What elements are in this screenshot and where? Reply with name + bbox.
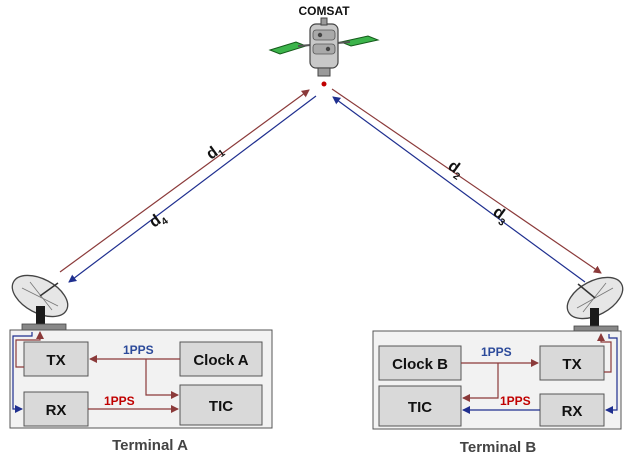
satellite-label: COMSAT	[298, 4, 350, 18]
downlink-d2-line	[331, 88, 602, 274]
uplink-d1-line	[59, 89, 310, 273]
svg-text:d4: d4	[146, 208, 171, 233]
terminal-b-pps-bottom: 1PPS	[500, 394, 531, 408]
svg-text:d1: d1	[203, 140, 228, 165]
terminal-b-tic-label: TIC	[408, 399, 432, 416]
downlink-d4-line	[68, 95, 317, 283]
terminal-b-clock-box	[378, 345, 462, 381]
terminal-a-pps-top: 1PPS	[123, 343, 154, 357]
terminal-b-tic-box	[378, 385, 462, 427]
terminal-a-rx-label: RX	[46, 402, 67, 419]
terminal-b-clock-label: Clock B	[392, 356, 448, 373]
terminal-a-clock-label: Clock A	[193, 352, 248, 369]
d3-label: d3	[488, 203, 513, 228]
terminal-a-tic-box	[179, 384, 263, 426]
terminal-a-clock-box	[179, 341, 263, 377]
terminal-b-rx-label: RX	[562, 403, 583, 420]
satellite-icon	[268, 17, 380, 87]
terminal-a-clock-to-tic-arrow	[145, 359, 179, 399]
uplink-d3-line	[332, 96, 586, 283]
terminal-a-tic-label: TIC	[209, 398, 233, 415]
terminal-a-pps-bottom: 1PPS	[104, 394, 135, 408]
terminal-a-tx-label: TX	[46, 352, 65, 369]
terminal-b-dish-to-rx-arrow	[605, 334, 618, 414]
terminal-b-label: Terminal B	[460, 439, 537, 456]
terminal-b-rx-box	[539, 393, 605, 427]
terminal-b-clock-to-tic-arrow	[462, 363, 499, 402]
svg-text:d3: d3	[488, 203, 513, 228]
terminal-b-tx-to-dish-arrow	[597, 333, 612, 373]
terminal-a-tx-to-dish-arrow	[15, 331, 44, 368]
terminal-b-tx-box	[539, 345, 605, 381]
terminal-b-tx-label: TX	[562, 356, 581, 373]
terminal-a-dish-icon	[11, 274, 69, 331]
d1-label: d1	[203, 140, 228, 165]
d4-label: d4	[146, 208, 171, 233]
terminal-a-tx-box	[23, 341, 89, 377]
terminal-b-dish-icon	[566, 276, 624, 333]
terminal-b-pps-top: 1PPS	[481, 345, 512, 359]
terminal-a-label: Terminal A	[112, 437, 188, 454]
terminal-a-rx-box	[23, 391, 89, 427]
terminal-a-dish-to-rx-arrow	[12, 332, 33, 413]
